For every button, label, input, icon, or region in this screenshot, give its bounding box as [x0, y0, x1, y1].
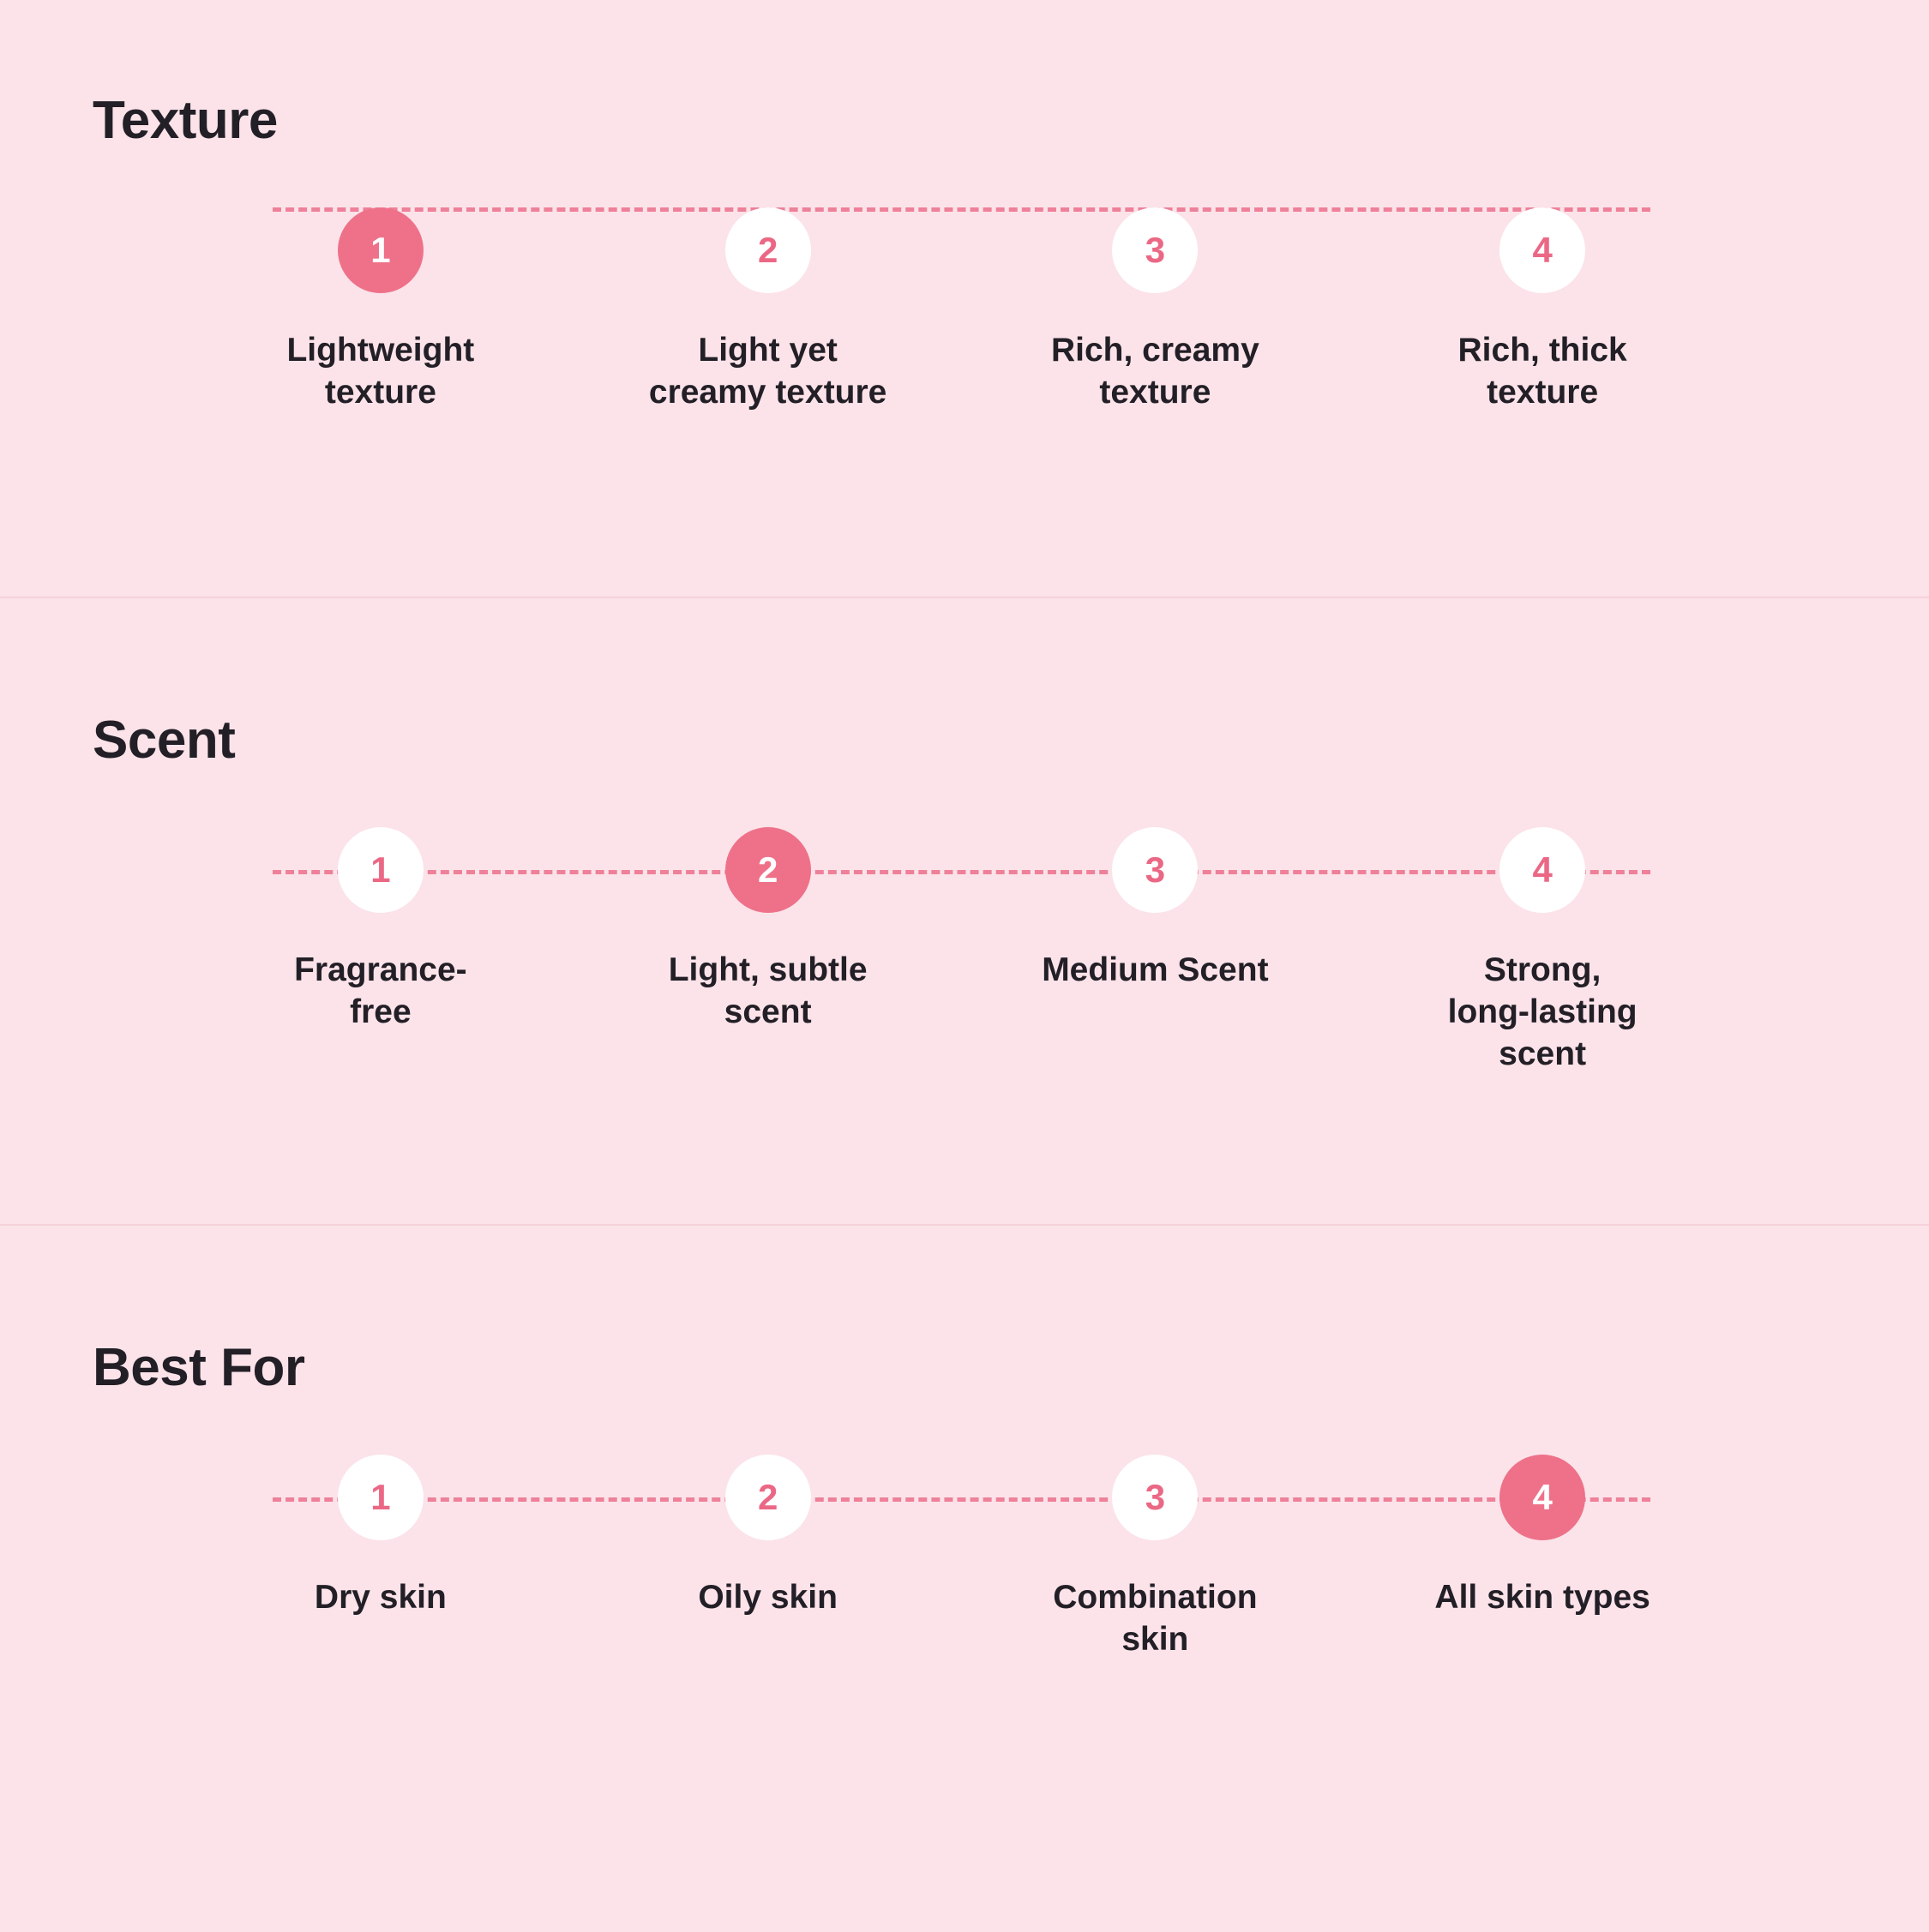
step-label: Dry skin	[314, 1579, 447, 1616]
step-label: Oily skin	[698, 1579, 838, 1616]
section-texture: Texture 1 Lightweight texture 2 Light ye…	[0, 0, 1929, 597]
step-label: Combination skin	[1053, 1579, 1258, 1659]
step-bullet[interactable]: 3	[1112, 827, 1199, 913]
step-best-for-2[interactable]: 2 Oily skin	[574, 1455, 962, 1660]
step-label: Light yet creamy texture	[648, 332, 887, 411]
stepper-texture: 1 Lightweight texture 2 Light yet creamy…	[0, 207, 1929, 465]
step-best-for-3[interactable]: 3 Combination skin	[962, 1455, 1349, 1660]
section-title-best-for: Best For	[93, 1338, 305, 1397]
step-bullet[interactable]: 1	[337, 1455, 424, 1540]
step-label: Rich, creamy texture	[1050, 332, 1259, 411]
step-label: Lightweight texture	[286, 332, 475, 411]
step-bullet[interactable]: 2	[724, 1455, 811, 1540]
step-label: Medium Scent	[1042, 951, 1269, 988]
step-bullet[interactable]: 4	[1499, 827, 1586, 913]
section-title-texture: Texture	[93, 91, 278, 150]
section-title-scent: Scent	[93, 711, 236, 770]
step-bullet[interactable]: 1	[337, 827, 424, 913]
step-bullet[interactable]: 2	[724, 207, 811, 293]
step-scent-3[interactable]: 3 Medium Scent	[962, 827, 1349, 1075]
stepper-track	[273, 207, 1650, 212]
section-scent: Scent 1 Fragrance- free 2 Light, subtle …	[0, 598, 1929, 1224]
step-scent-2[interactable]: 2 Light, subtle scent	[574, 827, 962, 1075]
step-label: Fragrance- free	[294, 951, 467, 1031]
section-best-for: Best For 1 Dry skin 2 Oily skin 3 Combin…	[0, 1226, 1929, 1932]
step-label: Rich, thick texture	[1457, 332, 1627, 411]
step-best-for-1[interactable]: 1 Dry skin	[187, 1455, 574, 1660]
step-label: All skin types	[1434, 1579, 1650, 1616]
stepper-best-for: 1 Dry skin 2 Oily skin 3 Combination ski…	[0, 1455, 1929, 1712]
divider-scent-bestfor	[0, 1224, 1929, 1226]
step-scent-4[interactable]: 4 Strong, long-lasting scent	[1349, 827, 1736, 1075]
step-bullet[interactable]: 4	[1499, 1455, 1586, 1540]
step-label: Strong, long-lasting scent	[1447, 951, 1638, 1073]
step-texture-2[interactable]: 2 Light yet creamy texture	[574, 207, 962, 413]
stepper-track	[273, 870, 1650, 874]
step-texture-4[interactable]: 4 Rich, thick texture	[1349, 207, 1736, 413]
stepper-track	[273, 1497, 1650, 1502]
step-bullet[interactable]: 2	[724, 827, 811, 913]
divider-texture-scent	[0, 597, 1929, 598]
step-bullet[interactable]: 4	[1499, 207, 1586, 293]
step-texture-1[interactable]: 1 Lightweight texture	[187, 207, 574, 413]
step-best-for-4[interactable]: 4 All skin types	[1349, 1455, 1736, 1660]
step-scent-1[interactable]: 1 Fragrance- free	[187, 827, 574, 1075]
step-bullet[interactable]: 3	[1112, 1455, 1199, 1540]
step-bullet[interactable]: 1	[337, 207, 424, 293]
stepper-scent: 1 Fragrance- free 2 Light, subtle scent …	[0, 827, 1929, 1084]
step-bullet[interactable]: 3	[1112, 207, 1199, 293]
step-texture-3[interactable]: 3 Rich, creamy texture	[962, 207, 1349, 413]
step-label: Light, subtle scent	[668, 951, 868, 1031]
